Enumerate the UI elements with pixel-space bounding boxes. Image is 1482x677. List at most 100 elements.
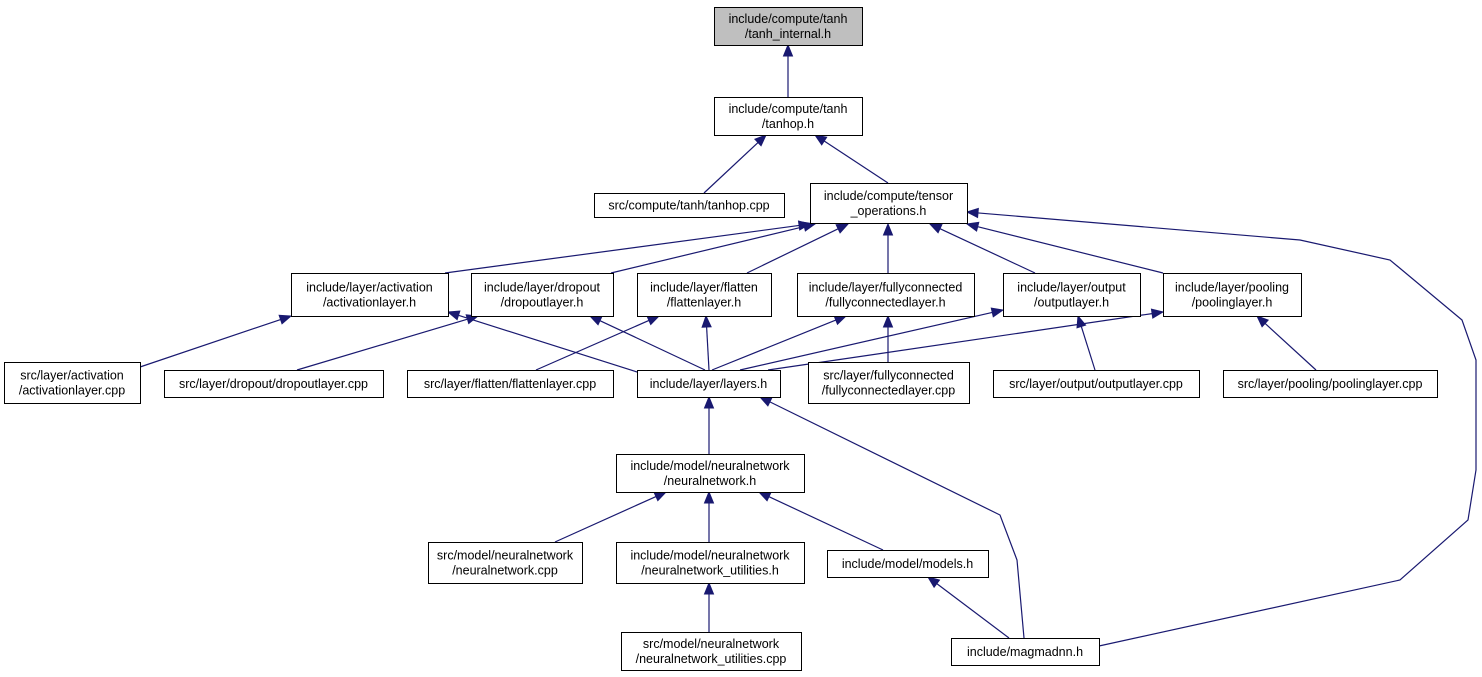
nodes-layer: include/compute/tanh/tanh_internal.hincl…: [4, 7, 1438, 671]
edge-line: [769, 401, 1025, 639]
node-label-line: /tanhop.h: [762, 117, 814, 131]
node-label-line: src/layer/output/outputlayer.cpp: [1009, 377, 1183, 391]
edge-arrowhead: [882, 314, 894, 328]
edge-line: [977, 212, 1477, 647]
node-pooling_h[interactable]: include/layer/pooling/poolinglayer.h: [1163, 273, 1302, 317]
edge-line: [823, 140, 889, 184]
node-label-line: /outputlayer.h: [1034, 296, 1109, 310]
edge-tensor_ops-to-tanhop_h: [813, 134, 889, 184]
node-label-line: include/model/neuralnetwork: [630, 549, 790, 563]
node-fc_h[interactable]: include/layer/fullyconnected/fullyconnec…: [797, 273, 975, 317]
edge-arrowhead: [833, 315, 848, 326]
node-box: [714, 7, 863, 46]
node-activation_h[interactable]: include/layer/activation/activationlayer…: [291, 273, 449, 317]
node-label-line: include/layer/fullyconnected: [809, 281, 963, 295]
node-nn_util_cpp[interactable]: src/model/neuralnetwork/neuralnetwork_ut…: [621, 632, 802, 671]
edge-arrowhead: [758, 396, 773, 407]
edge-line: [599, 320, 706, 371]
edge-arrowhead: [965, 207, 979, 219]
node-label-line: src/layer/fullyconnected: [823, 369, 954, 383]
node-label-line: include/compute/tanh: [729, 102, 848, 116]
node-nn_cpp[interactable]: src/model/neuralnetwork/neuralnetwork.cp…: [428, 542, 583, 584]
edge-line: [768, 496, 884, 551]
node-dropout_h[interactable]: include/layer/dropout/dropoutlayer.h: [471, 273, 614, 317]
node-output_h[interactable]: include/layer/output/outputlayer.h: [1003, 273, 1141, 317]
node-box: [810, 183, 968, 224]
edge-line: [703, 142, 759, 194]
node-label-line: src/layer/pooling/poolinglayer.cpp: [1238, 377, 1423, 391]
node-label-line: include/compute/tanh: [729, 12, 848, 26]
edge-models_h-to-nn_h: [757, 491, 884, 551]
node-fc_cpp[interactable]: src/layer/fullyconnected/fullyconnectedl…: [808, 362, 970, 404]
edge-arrowhead: [278, 314, 293, 325]
edge-layers_h-to-flatten_h: [701, 314, 712, 371]
node-box: [428, 542, 583, 584]
node-label-line: /activationlayer.cpp: [19, 384, 125, 398]
edge-arrowhead: [926, 576, 941, 589]
edge-line: [706, 326, 710, 371]
node-label-line: /poolinglayer.h: [1192, 296, 1273, 310]
node-label-line: include/layer/layers.h: [650, 377, 767, 391]
edge-arrowhead: [653, 491, 668, 502]
node-tensor_ops[interactable]: include/compute/tensor_operations.h: [810, 183, 968, 224]
node-box: [616, 454, 805, 493]
node-label-line: src/layer/activation: [20, 369, 124, 383]
node-dropout_cpp[interactable]: src/layer/dropout/dropoutlayer.cpp: [164, 370, 384, 398]
edge-arrowhead: [703, 490, 715, 504]
edge-line: [711, 319, 837, 371]
node-flatten_cpp[interactable]: src/layer/flatten/flattenlayer.cpp: [407, 370, 614, 398]
edge-line: [535, 319, 650, 371]
edge-line: [936, 583, 1010, 639]
node-label-line: include/magmadnn.h: [967, 645, 1083, 659]
node-box: [714, 97, 863, 136]
node-label-line: include/model/neuralnetwork: [630, 459, 790, 473]
node-label-line: include/model/models.h: [842, 557, 973, 571]
node-box: [291, 273, 449, 317]
node-box: [407, 370, 614, 398]
edge-dropout_cpp-to-dropout_h: [296, 314, 480, 371]
node-label-line: include/layer/activation: [306, 281, 433, 295]
edge-layers_h-to-pooling_h: [767, 308, 1165, 371]
node-box: [1223, 370, 1438, 398]
edge-arrowhead: [965, 221, 980, 232]
edge-nn_h-to-layers_h: [703, 395, 715, 454]
edge-tanhop_cpp-to-tanhop_h: [703, 134, 767, 194]
edge-layers_h-to-output_h: [739, 307, 1005, 371]
edge-arrowhead: [703, 395, 715, 409]
node-output_cpp[interactable]: src/layer/output/outputlayer.cpp: [993, 370, 1200, 398]
edge-arrowhead: [703, 581, 715, 595]
node-tanhop_cpp[interactable]: src/compute/tanh/tanhop.cpp: [594, 193, 785, 218]
edge-magmadnn_h-to-layers_h: [758, 396, 1025, 639]
node-label-line: /tanh_internal.h: [745, 27, 831, 41]
node-activation_cpp[interactable]: src/layer/activation/activationlayer.cpp: [4, 362, 141, 404]
edge-arrowhead: [701, 314, 712, 328]
edge-arrowhead: [1256, 315, 1270, 328]
node-nn_h[interactable]: include/model/neuralnetwork/neuralnetwor…: [616, 454, 805, 493]
edge-flatten_h-to-tensor_ops: [746, 223, 850, 274]
node-models_h[interactable]: include/model/models.h: [827, 550, 989, 578]
node-box: [4, 362, 141, 404]
node-box: [808, 362, 970, 404]
node-tanh_internal[interactable]: include/compute/tanh/tanh_internal.h: [714, 7, 863, 46]
edge-line: [139, 318, 281, 368]
node-magmadnn_h[interactable]: include/magmadnn.h: [951, 638, 1100, 666]
node-label-line: src/model/neuralnetwork: [643, 637, 780, 651]
edge-layers_h-to-dropout_h: [588, 315, 706, 371]
edge-line: [458, 314, 638, 373]
edge-nn_util_cpp-to-nn_util_h: [703, 581, 715, 632]
edge-tanhop_h-to-tanh_internal: [782, 43, 794, 97]
edge-arrowhead: [990, 307, 1005, 318]
node-box: [594, 193, 785, 218]
node-nn_util_h[interactable]: include/model/neuralnetwork/neuralnetwor…: [616, 542, 805, 584]
node-layers_h[interactable]: include/layer/layers.h: [637, 370, 781, 398]
node-label-line: src/model/neuralnetwork: [437, 549, 574, 563]
node-label-line: /neuralnetwork.h: [664, 474, 756, 488]
node-box: [993, 370, 1200, 398]
node-tanhop_h[interactable]: include/compute/tanh/tanhop.h: [714, 97, 863, 136]
node-label-line: include/layer/flatten: [650, 281, 758, 295]
node-pooling_cpp[interactable]: src/layer/pooling/poolinglayer.cpp: [1223, 370, 1438, 398]
node-flatten_h[interactable]: include/layer/flatten/flattenlayer.h: [637, 273, 772, 317]
edge-line: [939, 228, 1036, 274]
edge-arrowhead: [446, 310, 461, 321]
